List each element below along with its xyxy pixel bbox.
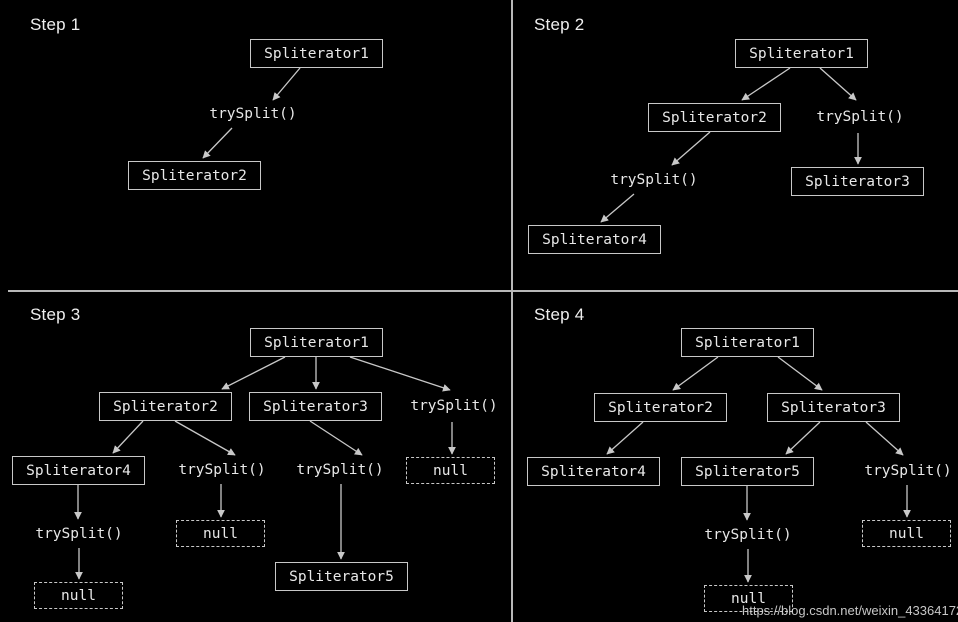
- node-s2-n2: Spliterator2: [648, 103, 781, 132]
- node-s3-t3: trySplit(): [296, 462, 384, 478]
- edge-s3-n2-to-s3-t2: [174, 420, 236, 456]
- node-s3-n1: Spliterator1: [250, 328, 383, 357]
- node-s4-null1: null: [862, 520, 951, 547]
- edge-s4-n1-to-s4-n2: [672, 356, 719, 391]
- edge-s3-n1-to-s3-t1: [349, 356, 451, 392]
- node-s3-n4: Spliterator4: [12, 456, 145, 485]
- node-s1-n2: Spliterator2: [128, 161, 261, 190]
- node-s4-n2: Spliterator2: [594, 393, 727, 422]
- edge-s4-n2-to-s4-n4: [606, 421, 644, 455]
- node-s1-t1: trySplit(): [209, 106, 297, 122]
- divider-horizontal: [8, 290, 958, 292]
- watermark: https://blog.csdn.net/weixin_43364172: [742, 603, 958, 618]
- edges: [74, 67, 911, 583]
- node-s3-null1: null: [406, 457, 495, 484]
- node-s3-n3: Spliterator3: [249, 392, 382, 421]
- node-s3-n5: Spliterator5: [275, 562, 408, 591]
- node-s3-t4: trySplit(): [35, 526, 123, 542]
- edge-s2-n1-to-s2-n2: [741, 67, 791, 101]
- edge-s4-n3-to-s4-t1: [865, 421, 904, 456]
- node-s2-n3: Spliterator3: [791, 167, 924, 196]
- node-s4-n1: Spliterator1: [681, 328, 814, 357]
- edge-s3-n3-to-s3-t3: [309, 420, 363, 456]
- edge-s3-n1-to-s3-n2: [221, 356, 286, 390]
- panel-title-step-4: Step 4: [534, 305, 585, 324]
- node-s2-t1: trySplit(): [816, 109, 904, 125]
- node-s4-n5: Spliterator5: [681, 457, 814, 486]
- node-s2-n1: Spliterator1: [735, 39, 868, 68]
- divider-vertical: [511, 0, 513, 622]
- panel-title-step-1: Step 1: [30, 15, 81, 34]
- edge-s4-n3-to-s4-n5: [785, 421, 821, 455]
- node-s3-n2: Spliterator2: [99, 392, 232, 421]
- node-s4-t1: trySplit(): [864, 463, 952, 479]
- edge-s1-t1-to-s1-n2: [202, 127, 233, 159]
- node-s3-t1: trySplit(): [410, 398, 498, 414]
- edge-s2-n2-to-s2-t2: [671, 131, 711, 166]
- node-s4-n4: Spliterator4: [527, 457, 660, 486]
- node-s3-t2: trySplit(): [178, 462, 266, 478]
- edge-s1-n1-to-s1-t1: [272, 67, 301, 101]
- edge-s2-t2-to-s2-n4: [600, 193, 635, 223]
- node-s2-t2: trySplit(): [610, 172, 698, 188]
- node-s4-n3: Spliterator3: [767, 393, 900, 422]
- node-s1-n1: Spliterator1: [250, 39, 383, 68]
- panel-title-step-3: Step 3: [30, 305, 81, 324]
- edge-s3-n2-to-s3-n4: [112, 420, 144, 454]
- edge-s4-n1-to-s4-n3: [777, 356, 823, 391]
- node-s2-n4: Spliterator4: [528, 225, 661, 254]
- node-s3-null2: null: [176, 520, 265, 547]
- edge-s2-n1-to-s2-t1: [819, 67, 857, 101]
- node-s4-t2: trySplit(): [704, 527, 792, 543]
- node-s3-null3: null: [34, 582, 123, 609]
- node-s4-null2: null: [704, 585, 793, 612]
- panel-title-step-2: Step 2: [534, 15, 585, 34]
